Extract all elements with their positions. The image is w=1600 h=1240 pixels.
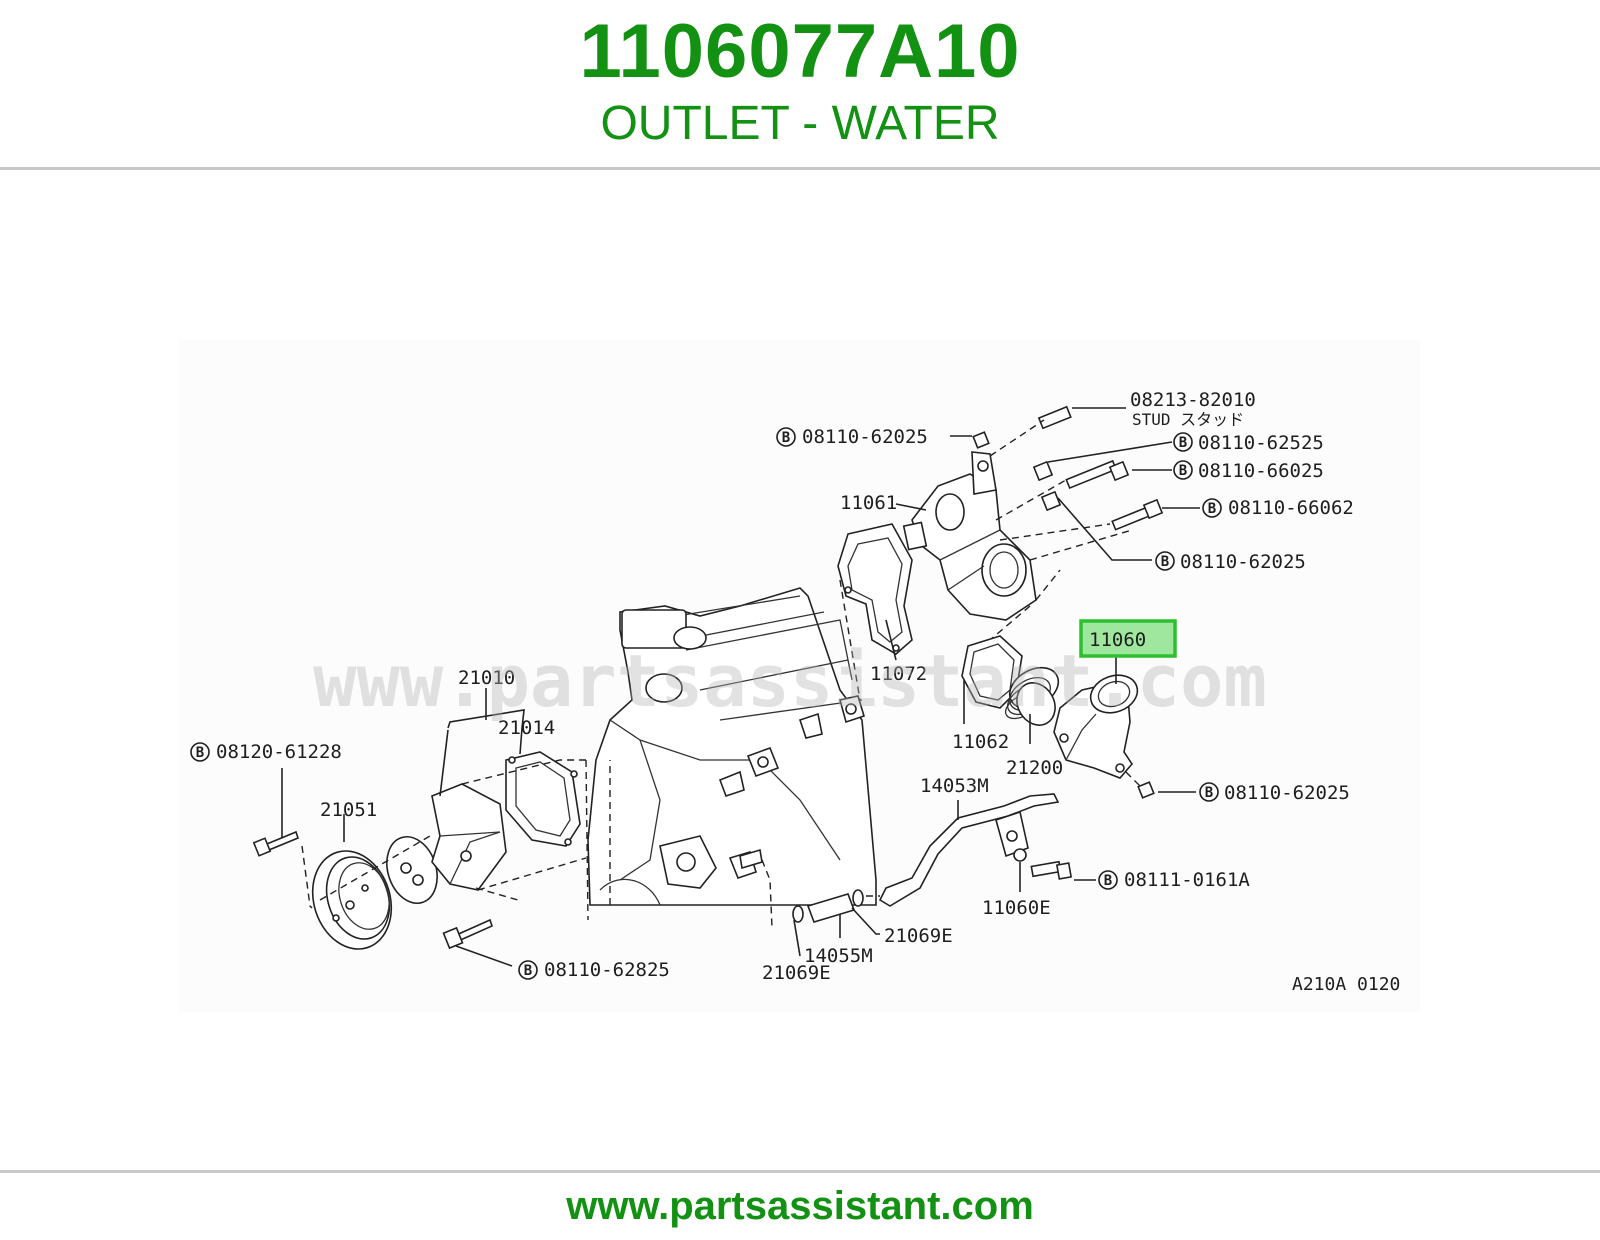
bolt-marker-letter: B — [524, 963, 532, 979]
label-08110-62525: 08110-62525 — [1198, 432, 1324, 454]
label-08120-61228: 08120-61228 — [216, 741, 342, 763]
part-number-title: 1106077A10 — [579, 9, 1021, 94]
pipe-14053m — [878, 793, 1060, 907]
bolt-marker-letter: B — [1104, 873, 1112, 889]
label-08110-62025-low: 08110-62025 — [1224, 782, 1350, 804]
bolt-marker-icon — [776, 427, 796, 447]
part-labels: 08213-82010 STUD スタッド B 08110-62025 B 08… — [190, 389, 1400, 995]
water-pump-group — [252, 751, 589, 950]
bolt-marker-icon — [518, 960, 538, 980]
bolt-marker-letter: B — [1179, 463, 1187, 479]
label-08110-62825: 08110-62825 — [544, 959, 670, 981]
bolt-marker-letter: B — [782, 430, 790, 446]
bolt-marker-icon — [1202, 498, 1222, 518]
label-stud: STUD スタッド — [1132, 410, 1244, 429]
label-11060e: 11060E — [982, 897, 1051, 919]
label-21051: 21051 — [320, 799, 377, 821]
label-11072: 11072 — [870, 663, 927, 685]
label-08110-66025: 08110-66025 — [1198, 460, 1324, 482]
label-14055m: 14055M — [804, 945, 873, 967]
label-11062: 11062 — [952, 731, 1009, 753]
label-08110-66062: 08110-66062 — [1228, 497, 1354, 519]
footer-divider — [0, 1170, 1600, 1173]
header: 1106077A10 OUTLET - WATER — [0, 0, 1600, 168]
bolt-marker-icon — [1199, 782, 1219, 802]
bolt-marker-letter: B — [196, 745, 204, 761]
label-08111-0161a: 08111-0161A — [1124, 869, 1250, 891]
part-description: OUTLET - WATER — [600, 97, 1000, 150]
label-21200: 21200 — [1006, 757, 1063, 779]
bolt-marker-letter: B — [1208, 501, 1216, 517]
label-11061: 11061 — [840, 492, 897, 514]
watermark-text: www.partsassistant.com — [313, 639, 1267, 723]
header-divider — [0, 167, 1600, 170]
label-11060-highlighted: 11060 — [1089, 629, 1146, 651]
bolt-marker-letter: B — [1179, 435, 1187, 451]
label-08110-62025-top: 08110-62025 — [802, 426, 928, 448]
gasket-21014 — [505, 751, 581, 847]
bolt-marker-icon — [190, 742, 210, 762]
thermostat-housing-group — [837, 405, 1164, 799]
bolt-marker-icon — [1173, 460, 1193, 480]
bolt-marker-letter: B — [1161, 554, 1169, 570]
diagram-reference-code: A210A 0120 — [1292, 974, 1400, 995]
label-21069e-right: 21069E — [884, 925, 953, 947]
bypass-pipe-group — [739, 793, 1073, 929]
bolt-marker-icon — [1098, 870, 1118, 890]
footer-site-url: www.partsassistant.com — [566, 1184, 1034, 1228]
engine-block-illustration — [587, 587, 877, 906]
label-08110-62025-mid: 08110-62025 — [1180, 551, 1306, 573]
label-21014: 21014 — [498, 717, 555, 739]
leader-lines — [281, 407, 1200, 967]
label-21010: 21010 — [458, 667, 515, 689]
label-08213-82010: 08213-82010 — [1130, 389, 1256, 411]
bolt-marker-letter: B — [1205, 785, 1213, 801]
label-14053m: 14053M — [920, 775, 989, 797]
bolt-marker-icon — [1155, 551, 1175, 571]
highlighted-part-box — [1079, 619, 1177, 658]
gasket-11072 — [837, 523, 913, 655]
bolt-marker-icon — [1173, 432, 1193, 452]
label-21069e-left: 21069E — [762, 962, 831, 984]
